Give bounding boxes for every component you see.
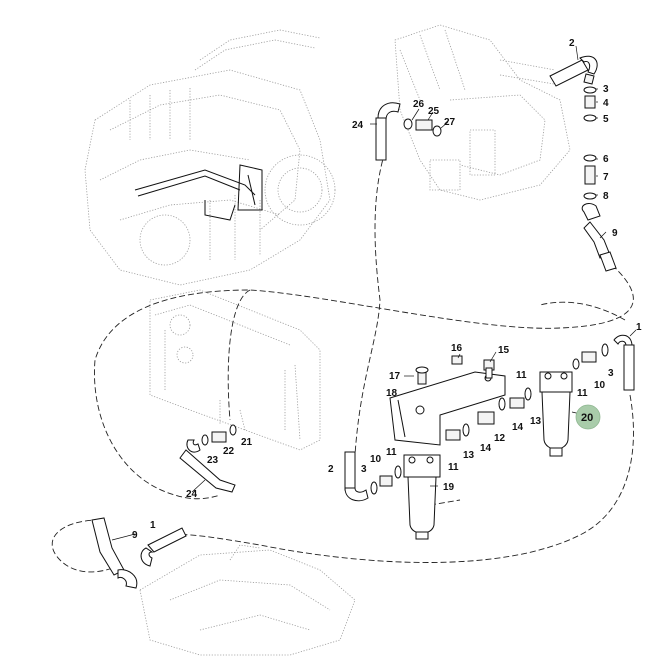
callout-1-right: 1 <box>636 322 642 333</box>
callout-13-left: 13 <box>463 450 475 461</box>
callout-14-left: 14 <box>480 443 492 454</box>
elbow-hose-top <box>549 55 598 87</box>
callout-1-bottom: 1 <box>150 520 156 531</box>
fittings-filter-19 <box>344 451 402 502</box>
front-axle-ghost <box>139 544 356 656</box>
leader-lines <box>111 45 637 541</box>
callout-11-mid: 11 <box>448 462 459 473</box>
bracket-18 <box>389 355 506 446</box>
callout-27: 27 <box>444 117 456 128</box>
callout-21: 21 <box>241 437 253 448</box>
callout-2-left: 2 <box>328 464 334 475</box>
hose-top-left <box>375 102 442 161</box>
tank-ghost <box>149 289 321 451</box>
fitting-stack-top <box>583 86 597 200</box>
callout-labels: 1 1 2 2 3 3 3 4 5 6 7 8 9 9 10 10 11 11 … <box>132 38 642 541</box>
elbow-hose-right <box>613 334 635 391</box>
callout-16: 16 <box>451 343 463 354</box>
callout-24-top: 24 <box>352 120 364 131</box>
callout-10-left: 10 <box>370 454 382 465</box>
callout-19: 19 <box>443 482 455 493</box>
fittings-middle <box>445 387 532 441</box>
routing-lines <box>51 151 634 573</box>
hose-right <box>581 203 617 272</box>
callout-11-mid-top: 11 <box>516 370 527 381</box>
hoses-bottom-left <box>91 517 187 589</box>
callout-3-right: 3 <box>608 368 614 379</box>
callout-22: 22 <box>223 446 235 457</box>
callout-23: 23 <box>207 455 219 466</box>
callout-13-right: 13 <box>530 416 542 427</box>
callout-25: 25 <box>428 106 440 117</box>
callout-26: 26 <box>413 99 425 110</box>
callout-20: 20 <box>581 412 593 424</box>
filter-20 <box>539 371 573 457</box>
callout-9-left: 9 <box>132 530 138 541</box>
transmission-ghost <box>394 24 571 201</box>
filter-19 <box>403 454 441 540</box>
callout-11-left: 11 <box>386 447 397 458</box>
callout-2-top: 2 <box>569 38 575 49</box>
callout-18: 18 <box>386 388 398 399</box>
fittings-left <box>179 424 237 493</box>
fittings-filter-20 <box>572 343 609 370</box>
callout-6: 6 <box>603 154 609 165</box>
callout-10-right: 10 <box>594 380 606 391</box>
highlight-circle <box>575 404 601 430</box>
callout-3-top: 3 <box>603 84 609 95</box>
engine-line-bracket <box>134 164 263 221</box>
callout-24-left: 24 <box>186 489 198 500</box>
callout-11-right: 11 <box>577 388 588 399</box>
callout-5: 5 <box>603 114 609 125</box>
engine-ghost <box>84 29 336 286</box>
callout-3-left: 3 <box>361 464 367 475</box>
callout-7: 7 <box>603 172 609 183</box>
callout-4: 4 <box>603 98 609 109</box>
callout-12: 12 <box>494 433 506 444</box>
callout-8: 8 <box>603 191 609 202</box>
callout-17: 17 <box>389 371 401 382</box>
callout-15: 15 <box>498 345 510 356</box>
callout-9-right: 9 <box>612 228 618 239</box>
callout-14-right: 14 <box>512 422 524 433</box>
